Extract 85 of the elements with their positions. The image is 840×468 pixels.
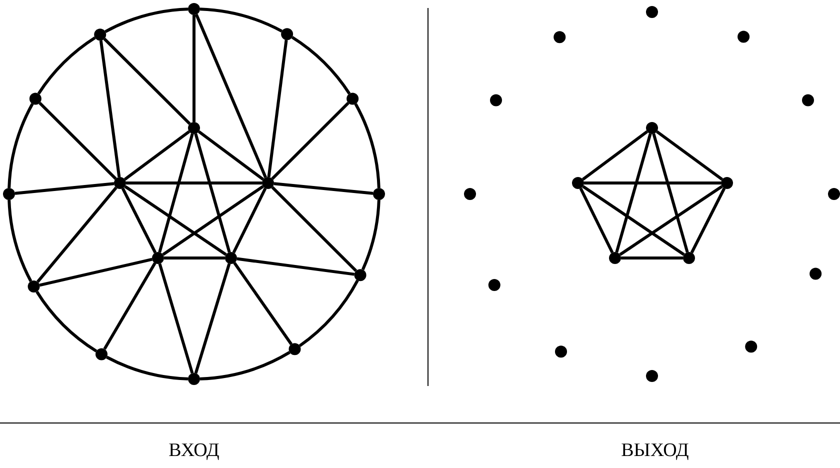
- vertex-dot: [288, 343, 301, 356]
- graph-edge: [106, 356, 188, 380]
- vertex-dot: [554, 31, 566, 44]
- vertex-dot: [346, 92, 359, 105]
- graph-edge: [14, 182, 114, 195]
- vertex-dot: [114, 177, 126, 189]
- vertex-dot: [373, 188, 385, 200]
- graph-edge: [8, 200, 32, 282]
- graph-edge: [162, 185, 264, 256]
- graph-edge: [271, 186, 358, 272]
- vertex-dot: [555, 346, 567, 358]
- graph-edge: [124, 185, 227, 256]
- vertex-dot: [262, 177, 274, 189]
- graph-edge: [582, 130, 648, 181]
- graph-edge: [274, 182, 374, 195]
- graph-edge: [271, 102, 350, 180]
- graph-edge: [200, 351, 290, 380]
- graph-edge: [99, 40, 121, 178]
- vertex-dot: [188, 122, 200, 134]
- graph-edge: [38, 102, 117, 180]
- vertex-dot: [609, 252, 621, 264]
- vertex-dot: [3, 188, 15, 200]
- graph-edge: [103, 262, 156, 350]
- graph-edge: [36, 186, 118, 283]
- vertex-dot: [488, 279, 500, 291]
- graph-edge: [584, 182, 721, 184]
- graph-edge: [37, 36, 96, 95]
- vertex-dot: [646, 370, 658, 382]
- graph-edge: [198, 130, 264, 181]
- vertex-dot: [281, 28, 294, 40]
- vertex-dot: [94, 28, 106, 41]
- vertex-dot: [29, 92, 42, 105]
- graph-edge: [298, 280, 359, 347]
- vertex-dot: [225, 252, 237, 264]
- vertex-dot: [490, 94, 502, 106]
- graph-edge: [233, 262, 293, 346]
- graph-edge: [579, 188, 614, 254]
- graph-edge: [236, 257, 355, 276]
- vertex-dot: [572, 177, 584, 189]
- graph-edge: [354, 103, 380, 188]
- vertex-dot: [464, 188, 476, 200]
- vertex-dot: [646, 122, 658, 134]
- graph-edge: [39, 258, 152, 287]
- graph-edge: [192, 15, 196, 122]
- graph-edge: [158, 263, 194, 374]
- graph-edge: [164, 256, 225, 260]
- graph-edge: [232, 188, 267, 254]
- vertex-dot: [745, 340, 758, 353]
- vertex-dot: [683, 252, 695, 264]
- vertex-dot: [738, 30, 750, 43]
- graph-edge: [656, 130, 724, 181]
- graph-edge: [621, 256, 683, 260]
- graph-edge: [615, 133, 652, 253]
- vertex-dot: [828, 188, 840, 200]
- vertex-dot: [96, 348, 108, 360]
- graph-edge: [158, 133, 194, 253]
- graph-edge: [200, 8, 282, 33]
- panel-caption: ВЫХОД: [621, 440, 689, 462]
- graph-edge: [291, 36, 351, 94]
- vertex-dot: [354, 269, 366, 282]
- graph-edge: [361, 200, 380, 270]
- graph-edge: [8, 103, 34, 188]
- graph-edge: [124, 130, 190, 181]
- vertex-dot: [28, 280, 40, 292]
- graph-edge: [103, 38, 191, 125]
- panel-caption: ВХОД: [168, 440, 220, 462]
- graph-edge: [690, 188, 726, 254]
- graph-edge: [194, 263, 231, 374]
- graph-edge: [104, 8, 188, 33]
- vertex-dot: [646, 6, 658, 18]
- graph-edge: [652, 133, 689, 253]
- graph-edge: [582, 185, 685, 256]
- graph-edge: [126, 182, 262, 184]
- vertex-dot: [188, 373, 200, 385]
- graph-edge: [194, 14, 268, 178]
- vertex-dot: [802, 94, 814, 106]
- vertex-dot: [188, 3, 200, 15]
- vertex-dot: [721, 177, 733, 189]
- graph-edge: [121, 188, 157, 254]
- graph-edge: [194, 133, 231, 253]
- graph-edge: [267, 40, 288, 178]
- vertex-dot: [152, 252, 164, 264]
- graph-edge: [619, 185, 723, 256]
- vertex-dot: [810, 268, 822, 280]
- graph-edge: [36, 290, 98, 352]
